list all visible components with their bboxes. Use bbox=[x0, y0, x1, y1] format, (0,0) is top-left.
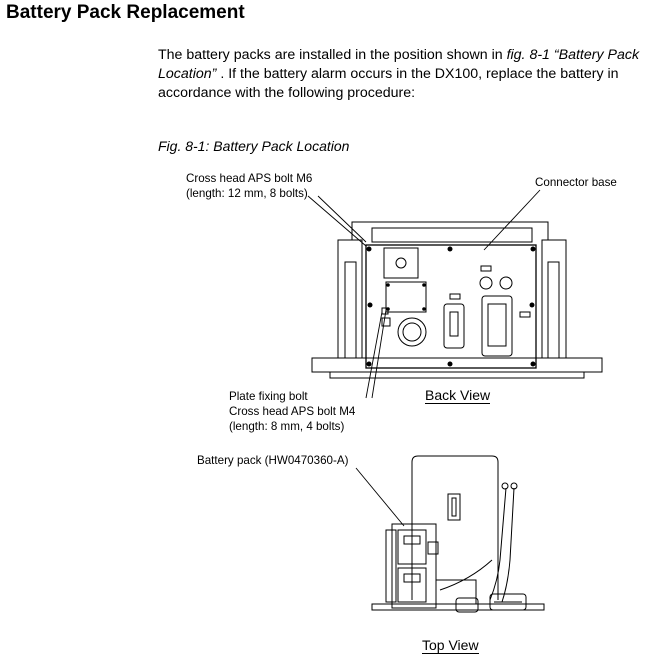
leader-plate-bolt-b bbox=[371, 309, 387, 399]
intro-text-2: . If the battery alarm occurs in the DX1… bbox=[158, 66, 619, 101]
label-plate-fixing-bolt: Plate fixing bolt Cross head APS bolt M4… bbox=[229, 389, 355, 434]
leader-connector-base bbox=[483, 189, 541, 251]
intro-paragraph: The battery packs are installed in the p… bbox=[158, 46, 650, 103]
battery-cell-1-contact bbox=[403, 535, 421, 545]
bolt-m4 bbox=[422, 283, 426, 287]
plate-slot bbox=[447, 493, 461, 521]
bolt-m6 bbox=[447, 246, 453, 252]
battery-cover-plate bbox=[385, 281, 427, 313]
small-tab bbox=[381, 317, 391, 327]
bottom-connector-1 bbox=[455, 597, 479, 613]
bolt-m4 bbox=[386, 307, 390, 311]
bolt-m6 bbox=[530, 361, 536, 367]
label-bolt-m4-line1: Cross head APS bolt M4 bbox=[229, 405, 356, 418]
battery-cell-2 bbox=[397, 567, 427, 603]
tag-3 bbox=[519, 311, 531, 318]
battery-pack-body bbox=[391, 523, 437, 609]
rect-connector-right-slot bbox=[487, 303, 507, 347]
intro-text-1: The battery packs are installed in the p… bbox=[158, 47, 507, 63]
mounting-plate bbox=[411, 455, 499, 600]
bolt-m4 bbox=[386, 283, 390, 287]
round-connector bbox=[397, 317, 427, 347]
top-cover-rail bbox=[371, 227, 533, 243]
back-view-label: Back View bbox=[425, 387, 491, 404]
label-bolt-m6: Cross head APS bolt M6 (length: 12 mm, 8… bbox=[186, 171, 312, 201]
square-plate bbox=[383, 247, 419, 279]
round-connector-inner bbox=[402, 322, 422, 342]
leader-battery-pack bbox=[355, 467, 405, 527]
battery-cell-1 bbox=[397, 529, 427, 565]
tag-1 bbox=[480, 265, 492, 272]
battery-clip bbox=[427, 541, 439, 555]
label-connector-base: Connector base bbox=[535, 176, 617, 189]
square-plate-hole bbox=[395, 257, 407, 269]
label-bolt-m4-line2: (length: 8 mm, 4 bolts) bbox=[229, 420, 345, 433]
leader-bolt-m6 bbox=[307, 195, 367, 247]
bolt-m6 bbox=[447, 361, 453, 367]
cable-3 bbox=[439, 559, 493, 591]
cable-terminal-1 bbox=[501, 482, 509, 490]
cable-2 bbox=[501, 487, 515, 603]
rect-connector-middle bbox=[443, 303, 465, 349]
cable-terminal-2 bbox=[510, 482, 518, 490]
tag-2 bbox=[449, 293, 461, 300]
rect-connector-middle-slot bbox=[449, 311, 459, 337]
base-lower bbox=[329, 371, 585, 379]
cable-1 bbox=[489, 487, 507, 601]
small-round-connector-1 bbox=[479, 276, 493, 290]
battery-pack-side bbox=[385, 529, 397, 603]
bolt-m6 bbox=[529, 302, 535, 308]
top-cover bbox=[351, 221, 549, 240]
figure-reference: fig. 8-1 “Battery Pack Location” bbox=[158, 47, 640, 82]
label-bolt-m6-line1: Cross head APS bolt M6 bbox=[186, 172, 313, 185]
right-flange-inner bbox=[547, 261, 560, 358]
left-flange-inner bbox=[344, 261, 357, 358]
left-flange bbox=[337, 239, 363, 358]
figure-caption: Fig. 8-1: Battery Pack Location bbox=[158, 138, 350, 154]
page-title: Battery Pack Replacement bbox=[6, 2, 245, 23]
small-round-connector-2 bbox=[499, 276, 513, 290]
leader-bolt-m6-b bbox=[317, 195, 367, 243]
rect-connector-right bbox=[481, 295, 513, 357]
label-plate-fixing-bolt-line: Plate fixing bolt bbox=[229, 390, 308, 403]
bolt-m4 bbox=[422, 307, 426, 311]
bolt-m6 bbox=[530, 246, 536, 252]
bolt-m6 bbox=[366, 246, 372, 252]
right-flange bbox=[541, 239, 567, 358]
base-rail bbox=[371, 603, 545, 611]
bolt-m6 bbox=[366, 361, 372, 367]
leader-plate-bolt bbox=[365, 311, 383, 399]
label-bolt-m6-line2: (length: 12 mm, 8 bolts) bbox=[186, 187, 308, 200]
plate-slot-inner bbox=[451, 497, 457, 517]
connector-panel bbox=[365, 244, 537, 369]
label-battery-pack: Battery pack (HW0470360-A) bbox=[197, 454, 349, 467]
top-view-label: Top View bbox=[422, 637, 479, 654]
battery-cell-2-contact bbox=[403, 573, 421, 583]
bottom-connector-2 bbox=[489, 593, 527, 611]
bolt-m6 bbox=[367, 302, 373, 308]
